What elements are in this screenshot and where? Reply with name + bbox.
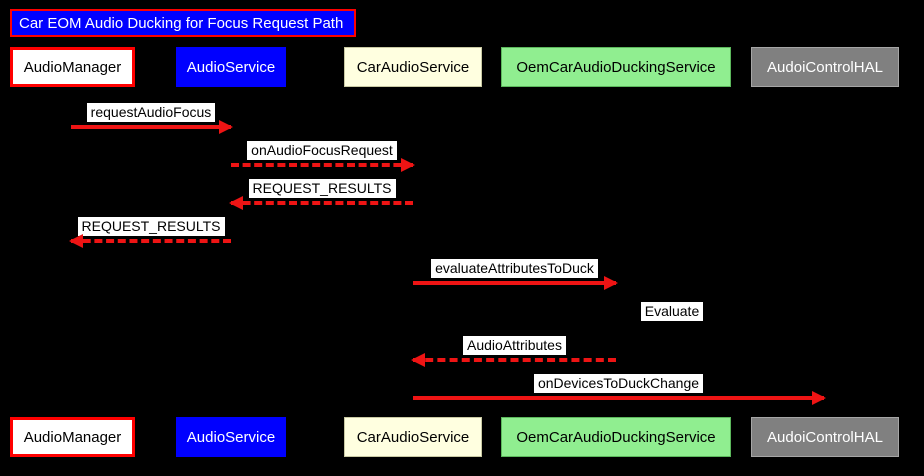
message-arrow bbox=[231, 158, 415, 172]
participant-caraudioservice-top: CarAudioService bbox=[344, 47, 482, 87]
arrowhead-right-icon bbox=[604, 276, 618, 290]
participant-audioservice-top: AudioService bbox=[176, 47, 286, 87]
participant-audiomanager-top: AudioManager bbox=[10, 47, 135, 87]
message-label: Evaluate bbox=[640, 302, 704, 321]
message-evaluate-attributes-to-duck: evaluateAttributesToDuck bbox=[413, 259, 618, 290]
arrowhead-left-icon bbox=[69, 234, 83, 248]
diagram-title: Car EOM Audio Ducking for Focus Request … bbox=[10, 9, 356, 37]
message-label: AudioAttributes bbox=[463, 336, 566, 355]
message-label: onAudioFocusRequest bbox=[247, 141, 397, 160]
message-label: onDevicesToDuckChange bbox=[533, 374, 704, 393]
participant-audiomanager-bottom: AudioManager bbox=[10, 417, 135, 457]
arrowhead-right-icon bbox=[219, 120, 233, 134]
participants-bottom: AudioManager AudioService CarAudioServic… bbox=[0, 417, 924, 457]
message-audio-attributes: AudioAttributes bbox=[411, 336, 616, 367]
participant-audoicontrolhal-top: AudoiControlHAL bbox=[751, 47, 899, 87]
message-arrow bbox=[71, 120, 233, 134]
message-arrow bbox=[229, 196, 413, 210]
message-request-audio-focus: requestAudioFocus bbox=[71, 103, 233, 134]
message-arrow bbox=[413, 276, 618, 290]
participant-audioservice-bottom: AudioService bbox=[176, 417, 286, 457]
message-arrow bbox=[413, 391, 826, 405]
participant-oemcaraudioduckingservice-top: OemCarAudioDuckingService bbox=[501, 47, 731, 87]
message-request-results-1: REQUEST_RESULTS bbox=[229, 179, 413, 210]
arrowhead-right-icon bbox=[401, 158, 415, 172]
message-evaluate-self: Evaluate bbox=[616, 302, 728, 321]
participant-caraudioservice-bottom: CarAudioService bbox=[344, 417, 482, 457]
message-arrow bbox=[69, 234, 231, 248]
message-label: requestAudioFocus bbox=[86, 103, 216, 122]
message-label: REQUEST_RESULTS bbox=[77, 217, 225, 236]
arrowhead-right-icon bbox=[812, 391, 826, 405]
message-on-devices-to-duck-change: onDevicesToDuckChange bbox=[413, 374, 826, 405]
participant-oemcaraudioduckingservice-bottom: OemCarAudioDuckingService bbox=[501, 417, 731, 457]
message-arrow bbox=[411, 353, 616, 367]
message-label: REQUEST_RESULTS bbox=[248, 179, 396, 198]
participants-top: AudioManager AudioService CarAudioServic… bbox=[0, 47, 924, 87]
message-label: evaluateAttributesToDuck bbox=[431, 259, 598, 278]
participant-audoicontrolhal-bottom: AudoiControlHAL bbox=[751, 417, 899, 457]
arrowhead-left-icon bbox=[411, 353, 425, 367]
arrowhead-left-icon bbox=[229, 196, 243, 210]
message-on-audio-focus-request: onAudioFocusRequest bbox=[231, 141, 415, 172]
message-request-results-2: REQUEST_RESULTS bbox=[69, 217, 231, 248]
